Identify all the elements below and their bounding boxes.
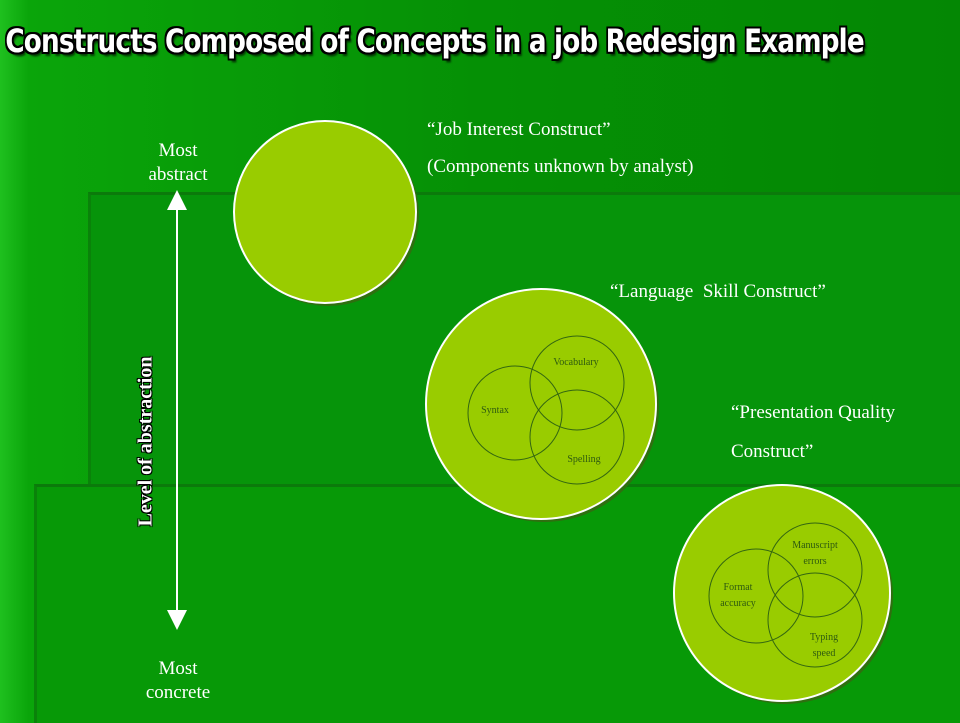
format-accuracy-concept-circle [708,548,804,644]
presentation-quality-construct-circle [673,484,891,702]
slide-title: Constructs Composed of Concepts in a job… [5,22,864,60]
syntax-concept-circle [467,365,563,461]
spelling-concept-label: Spelling [567,454,600,465]
most-concrete-label: Most concrete [145,658,211,703]
job-interest-construct-note: (Components unknown by analyst) [427,156,694,177]
language-skill-construct-label: “Language Skill Construct” [610,281,826,302]
job-interest-construct-label: “Job Interest Construct” [427,119,611,140]
language-skill-construct-circle [425,288,657,520]
typing-speed-concept-circle [767,572,863,668]
vocabulary-concept-label: Vocabulary [553,357,598,368]
presentation-quality-construct-label-line2: Construct” [731,441,814,462]
vocabulary-concept-circle [529,335,625,431]
job-interest-construct-circle [233,120,417,304]
presentation-quality-construct-label: “Presentation Quality [731,402,896,423]
manuscript-errors-concept-circle [767,522,863,618]
spelling-concept-circle [529,389,625,485]
syntax-concept-label: Syntax [481,405,509,416]
most-abstract-label: Most abstract [148,140,208,185]
